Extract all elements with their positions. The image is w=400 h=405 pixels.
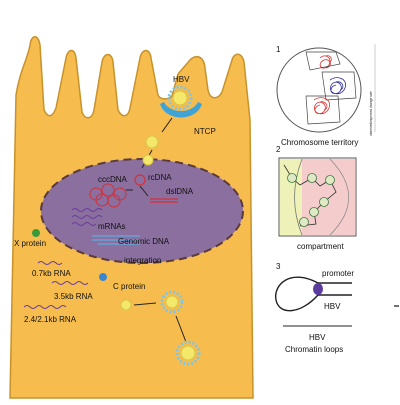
hbv-virus-label: HBV xyxy=(173,75,190,84)
panel-1-chromosome-territory: 1 Chromosome territory observed/expected… xyxy=(276,44,376,147)
rcdna-label: rcDNA xyxy=(148,173,172,182)
panel-3-caption: Chromatin loops xyxy=(285,345,343,354)
capsid-at-pore xyxy=(142,154,154,166)
territory-circle xyxy=(276,47,362,133)
entry-arrow xyxy=(161,117,173,133)
dsldna-label: dslDNA xyxy=(166,187,194,196)
compartment-a-region xyxy=(280,159,302,235)
territory-box-blue xyxy=(321,71,357,101)
rcdna-to-dsldna-arrow xyxy=(139,185,149,197)
released-virion xyxy=(175,340,201,366)
territory-scribble-red xyxy=(313,97,330,115)
x-protein-dot xyxy=(32,229,40,237)
change-rate-legend: observed/expected change rate xyxy=(369,44,376,136)
rna-24-wave xyxy=(23,305,67,309)
promoter-anchor xyxy=(313,283,323,295)
territory-box-top xyxy=(305,51,341,71)
assembly-arrow xyxy=(133,302,157,306)
integration-label: integration xyxy=(124,256,161,265)
territory-scribble-blue xyxy=(329,77,346,95)
panel-1-number: 1 xyxy=(276,45,281,54)
promoter-label: promoter xyxy=(322,269,354,278)
panel-3-hbv-label: HBV xyxy=(324,302,341,311)
mrna-wavy-lines xyxy=(71,208,103,226)
rna-24-label: 2.4/2.1kb RNA xyxy=(24,315,77,324)
c-protein-dot xyxy=(99,273,107,281)
rcdna-icon xyxy=(134,174,146,186)
territory-scribble-top xyxy=(319,55,332,69)
panel-2-compartment: 2 compartment xyxy=(276,145,357,251)
cccdna-rings xyxy=(89,183,127,208)
enveloped-virion xyxy=(160,290,184,314)
loop-curve xyxy=(275,276,319,312)
ntcp-receptor xyxy=(160,102,202,118)
rna-07-label: 0.7kb RNA xyxy=(32,269,71,278)
dsldna-icon xyxy=(150,198,178,203)
uncoating-virion xyxy=(145,135,159,149)
genomic-dna-label: Genomic DNA xyxy=(118,237,170,246)
cccdna-label: cccDNA xyxy=(98,175,128,184)
rna-35-label: 3.5kb RNA xyxy=(54,292,93,301)
panel-1-caption: Chromosome territory xyxy=(281,138,358,147)
compartment-boundary xyxy=(294,158,303,236)
panel-2-caption: compartment xyxy=(297,242,344,251)
c-protein-label: C protein xyxy=(113,282,145,291)
hbv-bar-label: HBV xyxy=(309,333,326,342)
hbv-virion-entry xyxy=(167,85,193,111)
compartment-inner-boundary xyxy=(329,158,350,236)
territory-box-red xyxy=(305,95,341,125)
genomic-dna-strands xyxy=(92,235,140,245)
panel-3-number: 3 xyxy=(276,262,281,271)
panel-2-number: 2 xyxy=(276,145,281,154)
release-arrow xyxy=(175,315,187,343)
rna-07-wave xyxy=(37,261,63,265)
panel-3-chromatin-loops: 3 promoter HBV HBV Chromatin loops xyxy=(275,262,354,354)
rna-35-wave xyxy=(51,281,89,285)
assembled-capsid xyxy=(120,299,132,311)
nucleosome-clusters xyxy=(287,173,335,227)
compartment-b-region xyxy=(302,159,355,235)
nucleus xyxy=(40,158,244,264)
ntcp-label: NTCP xyxy=(194,127,216,136)
x-protein-label: X protein xyxy=(14,239,46,248)
mrnas-label: mRNAs xyxy=(98,222,126,231)
change-rate-axis-label: observed/expected change rate xyxy=(369,91,373,136)
